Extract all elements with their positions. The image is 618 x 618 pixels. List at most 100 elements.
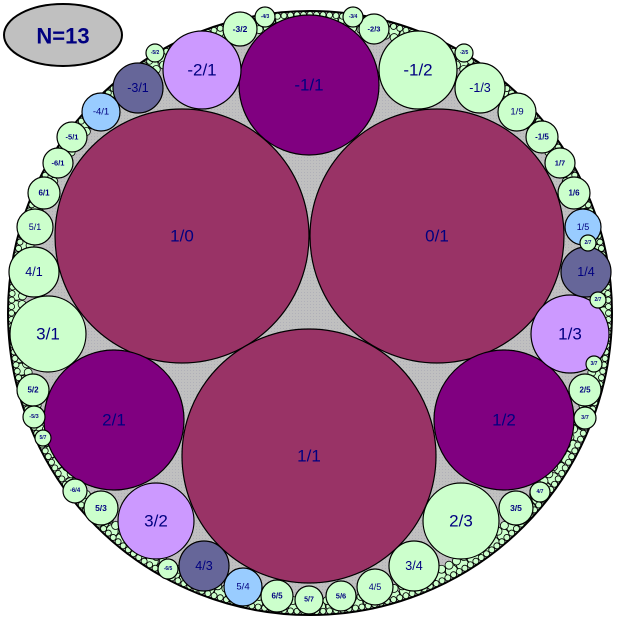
- fraction-circle: -6/4: [62, 478, 88, 504]
- rim-circle: [571, 447, 579, 455]
- fraction-label: 3/5: [510, 503, 522, 513]
- fraction-circle: 3/2: [117, 482, 195, 560]
- rim-circle: [574, 441, 582, 449]
- rim-circle: [483, 550, 490, 558]
- rim-circle: [488, 546, 496, 554]
- rim-circle: [174, 577, 182, 585]
- fraction-circle-disk: [157, 558, 179, 580]
- fraction-circle-disk: [81, 92, 121, 132]
- fraction-label: -2/1: [187, 61, 216, 80]
- fraction-circle: 2/7: [579, 234, 597, 252]
- rim-circle: [8, 303, 15, 310]
- fraction-circle-disk: [254, 6, 276, 28]
- fraction-circle: 4/7: [529, 481, 551, 503]
- fraction-circle: -6/1: [42, 147, 74, 179]
- fraction-circle-disk: [325, 580, 357, 612]
- rim-circle: [54, 469, 62, 477]
- fraction-label: 1/2: [492, 411, 516, 430]
- fraction-circle-disk: [579, 234, 597, 252]
- fraction-circle: -2/5: [454, 43, 474, 63]
- fraction-circle-disk: [557, 176, 591, 210]
- rim-circle: [210, 592, 218, 600]
- fraction-circle-disk: [309, 108, 565, 364]
- fraction-circle-disk: [422, 482, 500, 560]
- fraction-label: -1/3: [469, 81, 491, 95]
- rim-circle: [326, 607, 333, 615]
- fraction-label: 1/3: [558, 325, 582, 344]
- fraction-circle-disk: [530, 294, 610, 374]
- rim-circle: [16, 238, 24, 246]
- fraction-circle-disk: [178, 540, 230, 592]
- fraction-circle-disk: [525, 120, 559, 154]
- rim-circle: [503, 534, 511, 541]
- fraction-circle: 6/1: [27, 176, 61, 210]
- fraction-circle-disk: [388, 540, 440, 592]
- fraction-label: 4/7: [537, 489, 544, 495]
- fraction-label: 1/5: [577, 222, 590, 232]
- fraction-circle-disk: [145, 43, 165, 63]
- fraction-label: -2/5: [460, 50, 469, 56]
- fraction-label: 3/1: [36, 325, 60, 344]
- rim-circle: [599, 367, 607, 375]
- rim-circle: [477, 554, 485, 561]
- fraction-circle-disk: [9, 295, 87, 373]
- fraction-circle: -2/3: [358, 13, 390, 45]
- fraction-circle: -6/5: [157, 558, 179, 580]
- fraction-label: 1/9: [510, 107, 523, 118]
- fraction-circle: 1/0: [54, 108, 310, 364]
- fraction-label: 3/7: [591, 361, 598, 367]
- fraction-label: 3/7: [581, 415, 589, 421]
- fraction-circle: 2/1: [43, 349, 185, 491]
- fraction-circle-disk: [454, 62, 506, 114]
- fraction-circle: 3/5: [498, 490, 534, 526]
- fraction-circle-disk: [544, 147, 576, 179]
- fraction-label: -3/4: [349, 14, 358, 20]
- fraction-circle-disk: [568, 373, 602, 407]
- fraction-label: 1/1: [297, 447, 321, 466]
- fraction-label: 3/4: [405, 559, 422, 573]
- fraction-circle-disk: [260, 579, 294, 613]
- fraction-circle-disk: [294, 585, 324, 615]
- rim-circle: [438, 577, 446, 585]
- fraction-circle-disk: [27, 176, 61, 210]
- fraction-circle: 4/1: [8, 246, 60, 298]
- fraction-circle-disk: [42, 147, 74, 179]
- rim-circle: [140, 557, 148, 565]
- fraction-circle-disk: [573, 406, 597, 430]
- fraction-label: 1/0: [170, 227, 194, 246]
- fraction-circle: -5/2: [145, 43, 165, 63]
- rim-circle: [11, 355, 19, 362]
- rim-circle: [104, 529, 112, 537]
- rim-circle: [498, 538, 506, 546]
- fraction-label: -6/4: [70, 488, 81, 494]
- fraction-label: 2/5: [579, 386, 591, 395]
- fraction-circle: 4/3: [178, 540, 230, 592]
- fraction-circle: 1/6: [557, 176, 591, 210]
- fraction-label: -6/5: [164, 566, 173, 572]
- fraction-circle: -5/3: [22, 405, 46, 429]
- fraction-circle: -3/4: [342, 6, 364, 28]
- rim-circle: [319, 607, 327, 615]
- rim-circle: [598, 374, 605, 382]
- fraction-circle: -2/1: [162, 30, 242, 110]
- fraction-label: 2/3: [449, 512, 473, 531]
- fraction-label: 6/5: [271, 592, 283, 601]
- rim-circle: [13, 367, 21, 375]
- fraction-circle-disk: [589, 291, 607, 309]
- fraction-circle: 5/6: [325, 580, 357, 612]
- rim-circle: [8, 290, 16, 297]
- fraction-circle-disk: [238, 14, 380, 156]
- fraction-circle-disk: [117, 482, 195, 560]
- fraction-label: -4/3: [261, 14, 270, 20]
- fraction-circle-disk: [62, 478, 88, 504]
- rim-circle: [390, 23, 397, 30]
- rim-circle: [109, 534, 117, 541]
- rim-circle: [44, 453, 52, 460]
- fraction-circle: -1/5: [525, 120, 559, 154]
- fraction-label: -5/3: [29, 414, 38, 420]
- fraction-circle: 3/4: [388, 540, 440, 592]
- fraction-label: 5/4: [236, 582, 249, 593]
- fraction-label: 4/3: [195, 559, 212, 573]
- fraction-circle-disk: [356, 568, 394, 606]
- rim-circle: [390, 596, 397, 603]
